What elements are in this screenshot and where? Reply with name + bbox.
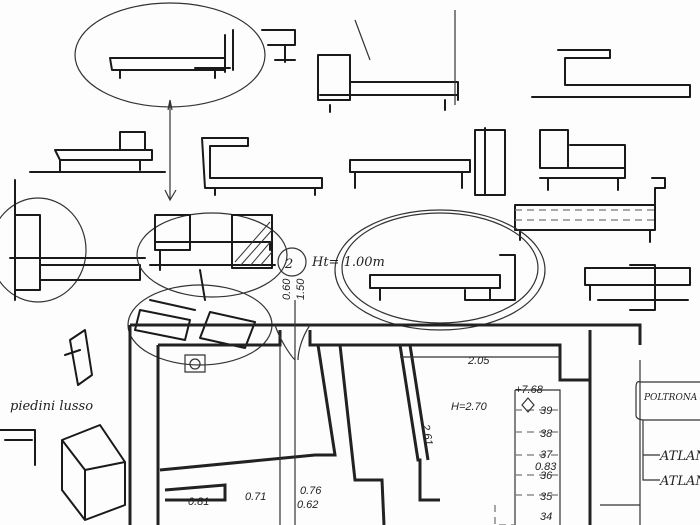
stair-numbers: 39 38 37 36 35 34: [540, 405, 553, 523]
dim-label: 0.83: [535, 461, 557, 473]
circled-sketch-lower: [127, 269, 273, 366]
sofa-sketch-far-right: [584, 264, 691, 311]
bench-sketch-top-right: [531, 49, 691, 98]
note-box: [635, 381, 700, 481]
dim-label: 2.05: [467, 355, 490, 367]
circle-number: 2: [284, 257, 293, 272]
dim-label: 0.81: [188, 496, 209, 508]
floor-plan: [128, 247, 642, 525]
stair-number: 36: [540, 470, 553, 482]
cube-chair-sketch: [61, 424, 126, 521]
sofa-sketch-circled: [74, 2, 266, 108]
level-label: +7.68: [515, 384, 544, 396]
dim-label: 2.61: [419, 422, 435, 446]
stair-number: 37: [540, 449, 553, 461]
circled-sketch-left: [0, 179, 146, 303]
circled-sketch-center: [136, 99, 288, 298]
note-box-text: POLTRONA FRAU: [643, 393, 700, 403]
chair-sketch-row2: [539, 129, 626, 191]
note-arrow-1: ATLAN: [659, 449, 700, 464]
note-arrow-2: ATLANT: [659, 474, 700, 489]
dim-label: 0.60: [281, 278, 293, 300]
stair-number: 34: [540, 511, 552, 523]
stair-number: 35: [540, 491, 553, 503]
panel-sketch: [474, 127, 506, 196]
lamp-sketch: [261, 29, 296, 63]
note-left: piedini lusso: [10, 399, 93, 414]
sofa-sketch-row2-c: [349, 159, 471, 189]
stair-number: 39: [540, 405, 552, 417]
lamp-sketch-left: [64, 329, 93, 386]
dim-label: 0.62: [297, 499, 318, 511]
dim-label: 0.76: [300, 485, 322, 497]
dim-label: 1.50: [295, 278, 307, 300]
sofa-sketch-row2-a: [29, 131, 166, 173]
bed-sketch-top: [317, 10, 459, 113]
chair-sketch-left-bottom: [0, 429, 36, 466]
dim-label: 0.71: [245, 491, 266, 503]
room-height-label: H=2.70: [451, 401, 488, 413]
height-note: Ht= 1.00m: [311, 255, 385, 270]
stair-number: 38: [540, 428, 553, 440]
circled-sketch-right: [334, 209, 546, 331]
sofa-sketch-row2-b: [201, 137, 323, 196]
